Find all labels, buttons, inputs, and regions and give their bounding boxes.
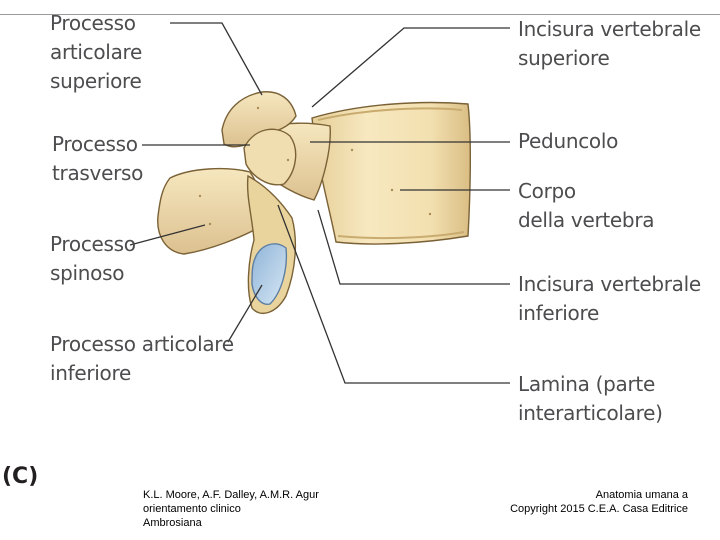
- credit-publisher: Anatomia umana a Copyright 2015 C.E.A. C…: [474, 488, 688, 516]
- label-lamina: Lamina (parte interarticolare): [518, 370, 663, 428]
- label-incisura-vertebrale-superiore: Incisura vertebrale superiore: [518, 15, 701, 73]
- credit-authors: K.L. Moore, A.F. Dalley, A.M.R. Agur ori…: [143, 488, 319, 530]
- label-corpo-della-vertebra: Corpo della vertebra: [518, 177, 654, 235]
- vertebral-body: [312, 103, 470, 244]
- label-processo-trasverso: Processo trasverso: [52, 130, 143, 188]
- label-incisura-vertebrale-inferiore: Incisura vertebrale inferiore: [518, 270, 701, 328]
- label-processo-articolare-superiore: Processo articolare superiore: [50, 9, 142, 96]
- label-peduncolo: Peduncolo: [518, 127, 618, 156]
- leader-incisura-vertebrale-superiore: [312, 28, 510, 107]
- panel-label: (C): [2, 464, 38, 489]
- label-processo-spinoso: Processo spinoso: [50, 230, 136, 288]
- leader-processo-articolare-superiore: [170, 23, 262, 95]
- label-processo-articolare-inferiore: Processo articolare inferiore: [50, 330, 234, 388]
